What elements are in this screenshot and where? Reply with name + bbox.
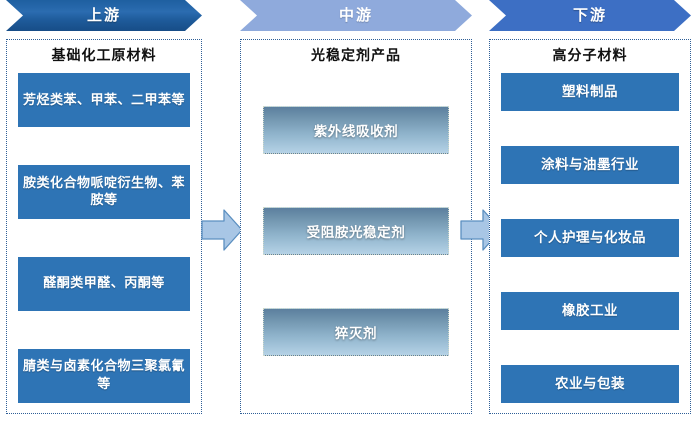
stage-upstream: 上游 基础化工原材料 芳烃类苯、甲苯、二甲苯等 胺类化合物哌啶衍生物、苯胺等 醛… xyxy=(6,0,202,422)
banner-label-downstream: 下游 xyxy=(572,6,607,24)
chip-downstream-4[interactable]: 橡胶工业 xyxy=(501,292,679,331)
chip-midstream-2[interactable]: 受阻胺光稳定剂 xyxy=(263,207,449,256)
panel-title-midstream: 光稳定剂产品 xyxy=(311,48,401,64)
banner-label-midstream: 中游 xyxy=(338,6,373,24)
chip-upstream-3[interactable]: 醛酮类甲醛、丙酮等 xyxy=(18,257,190,312)
panel-midstream: 光稳定剂产品 紫外线吸收剂 受阻胺光稳定剂 猝灭剂 xyxy=(240,39,472,414)
arrow-upstream-to-midstream xyxy=(201,208,243,252)
stage-midstream: 中游 光稳定剂产品 紫外线吸收剂 受阻胺光稳定剂 猝灭剂 xyxy=(240,0,472,422)
panel-title-downstream: 高分子材料 xyxy=(552,48,628,64)
banner-label-upstream: 上游 xyxy=(86,6,121,24)
stage-downstream: 下游 高分子材料 塑料制品 涂料与油墨行业 个人护理与化妆品 橡胶工业 农业与包… xyxy=(489,0,691,422)
chip-downstream-2[interactable]: 涂料与油墨行业 xyxy=(501,146,679,185)
item-list-upstream: 芳烃类苯、甲苯、二甲苯等 胺类化合物哌啶衍生物、苯胺等 醛酮类甲醛、丙酮等 腈类… xyxy=(18,73,190,403)
item-list-midstream: 紫外线吸收剂 受阻胺光稳定剂 猝灭剂 xyxy=(252,73,460,403)
panel-downstream: 高分子材料 塑料制品 涂料与油墨行业 个人护理与化妆品 橡胶工业 农业与包装 xyxy=(489,39,691,414)
banner-midstream: 中游 xyxy=(240,0,472,31)
panel-title-upstream: 基础化工原材料 xyxy=(51,48,157,64)
right-arrow-icon xyxy=(201,209,243,251)
chip-upstream-1[interactable]: 芳烃类苯、甲苯、二甲苯等 xyxy=(18,73,190,128)
item-list-downstream: 塑料制品 涂料与油墨行业 个人护理与化妆品 橡胶工业 农业与包装 xyxy=(501,73,679,403)
panel-upstream: 基础化工原材料 芳烃类苯、甲苯、二甲苯等 胺类化合物哌啶衍生物、苯胺等 醛酮类甲… xyxy=(6,39,202,414)
banner-upstream: 上游 xyxy=(6,0,202,31)
chip-midstream-1[interactable]: 紫外线吸收剂 xyxy=(263,105,449,154)
chip-upstream-2[interactable]: 胺类化合物哌啶衍生物、苯胺等 xyxy=(18,165,190,220)
chip-upstream-4[interactable]: 腈类与卤素化合物三聚氯氰等 xyxy=(18,348,190,403)
chip-downstream-5[interactable]: 农业与包装 xyxy=(501,364,679,403)
chip-midstream-3[interactable]: 猝灭剂 xyxy=(263,308,449,357)
chip-downstream-3[interactable]: 个人护理与化妆品 xyxy=(501,219,679,258)
banner-downstream: 下游 xyxy=(489,0,691,31)
chip-downstream-1[interactable]: 塑料制品 xyxy=(501,73,679,112)
